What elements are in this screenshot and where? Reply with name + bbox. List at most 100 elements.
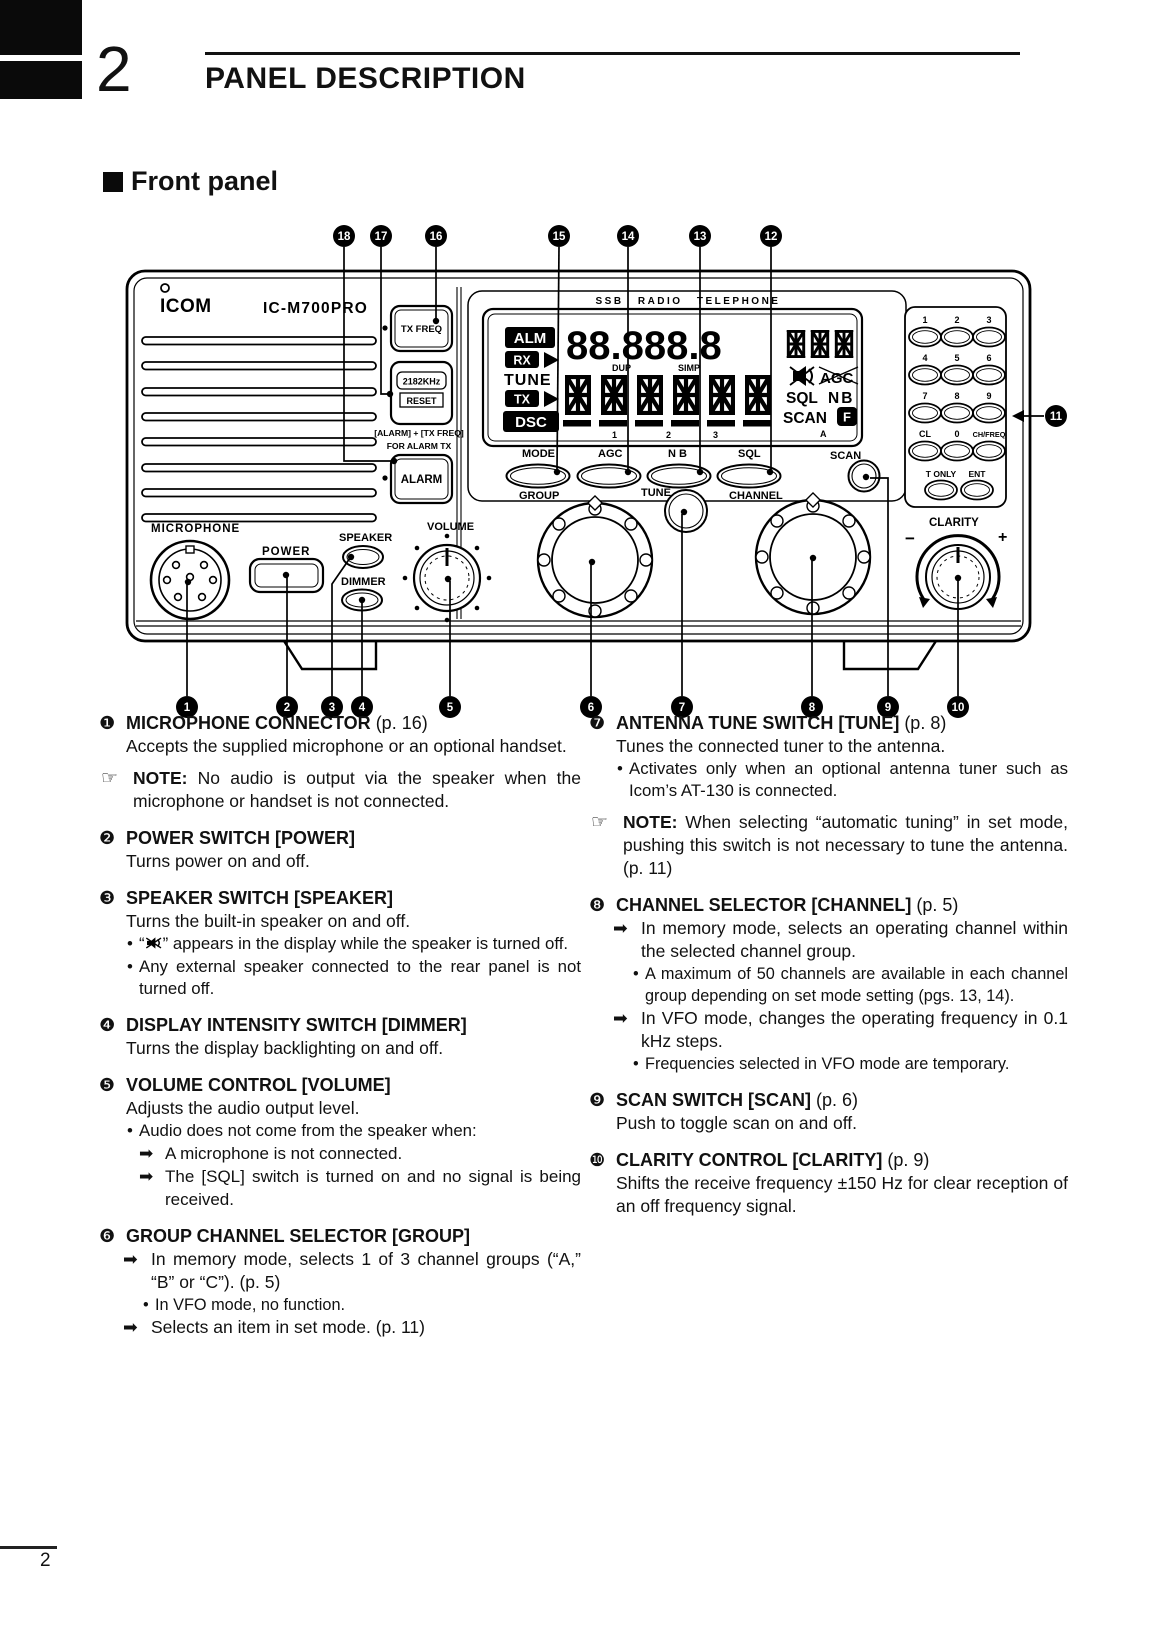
svg-text:F: F xyxy=(843,410,851,425)
item-number: ❽ xyxy=(589,895,606,915)
svg-text:18: 18 xyxy=(338,231,351,243)
svg-text:4: 4 xyxy=(359,702,366,714)
item-page-ref: (p. 5) xyxy=(911,895,959,915)
speaker-grille xyxy=(141,336,377,523)
bottom-trim xyxy=(136,620,1021,627)
item-number: ❼ xyxy=(589,713,606,733)
item-line-arrow: ➡In memory mode, selects an operating ch… xyxy=(613,918,1068,961)
item-title-text: VOLUME CONTROL [VOLUME] xyxy=(126,1075,391,1095)
item-line-bullet: •Any external speaker connected to the r… xyxy=(127,957,581,998)
dup-label: DUP xyxy=(612,363,631,373)
nb-button: N B xyxy=(646,448,712,489)
item-page-ref: (p. 9) xyxy=(882,1150,930,1170)
key-2-label: 2 xyxy=(954,315,959,325)
list-marker: • xyxy=(633,965,639,983)
svg-text:DIMMER: DIMMER xyxy=(341,576,386,588)
list-marker: ➡ xyxy=(613,918,628,938)
item-line-para: Push to toggle scan on and off. xyxy=(616,1113,857,1133)
callout-12: 12 xyxy=(760,225,782,247)
list-marker: ➡ xyxy=(613,1008,628,1028)
radio-feet xyxy=(282,640,938,671)
alarm-combo-label: [ALARM] + [TX FREQ] xyxy=(374,428,464,438)
page-number: 2 xyxy=(40,1550,51,1571)
list-marker: ☞ xyxy=(591,812,609,833)
svg-text:1: 1 xyxy=(184,702,191,714)
callout-3: 3 xyxy=(321,696,343,718)
key-cl-label: CL xyxy=(919,429,931,439)
footer-rule xyxy=(0,1546,57,1549)
list-marker: ➡ xyxy=(123,1317,138,1337)
svg-text:7: 7 xyxy=(679,702,685,714)
svg-text:SCAN: SCAN xyxy=(830,450,861,462)
key-5-label: 5 xyxy=(954,353,959,363)
callout-6: 6 xyxy=(580,696,602,718)
callout-1: 1 xyxy=(176,696,198,718)
item-line-para: Tunes the connected tuner to the antenna… xyxy=(616,736,946,756)
item-number: ❶ xyxy=(99,713,116,733)
section-square-icon xyxy=(103,171,123,192)
note-label: NOTE: xyxy=(133,768,198,788)
list-marker: • xyxy=(143,1296,149,1314)
item-line-sub: •Frequencies selected in VFO mode are te… xyxy=(633,1055,1010,1073)
item-title-text: SCAN SWITCH [SCAN] xyxy=(616,1090,811,1110)
item-line-sub: •In VFO mode, no function. xyxy=(143,1296,346,1314)
svg-text:CHANNEL: CHANNEL xyxy=(729,490,783,502)
front-panel-diagram: ICOM IC-M700PRO TX FREQ 2182KHz RESET xyxy=(125,225,1067,718)
callout-dots xyxy=(184,317,1024,604)
svg-text:10: 10 xyxy=(952,702,965,714)
svg-text:2182KHz: 2182KHz xyxy=(403,377,441,387)
sql-button: SQL xyxy=(716,448,782,489)
list-marker: • xyxy=(633,1055,639,1073)
item-number: ❻ xyxy=(99,1226,116,1246)
chapter-tab-lower xyxy=(0,61,82,99)
rx-arrow-icon xyxy=(544,352,559,368)
svg-text:ALM: ALM xyxy=(514,330,547,347)
svg-text:MICROPHONE: MICROPHONE xyxy=(151,523,240,535)
list-marker: • xyxy=(617,759,623,778)
item-line-note: ☞NOTE: No audio is output via the speake… xyxy=(101,768,581,811)
svg-text:VOLUME: VOLUME xyxy=(427,521,474,533)
svg-text:TX: TX xyxy=(514,393,531,407)
item-line-arrow2: ➡A microphone is not connected. xyxy=(139,1144,403,1163)
note-label: NOTE: xyxy=(623,812,686,832)
alarm-button: ALARM xyxy=(389,453,454,505)
svg-text:SQL: SQL xyxy=(738,448,761,460)
callout-numbers: 18 17 16 15 14 13 12 11 1 2 3 4 5 6 7 8 … xyxy=(176,225,1067,718)
svg-text:9: 9 xyxy=(885,702,891,714)
key-7-label: 7 xyxy=(922,391,927,401)
key-3-label: 3 xyxy=(986,315,991,325)
chapter-title: PANEL DESCRIPTION xyxy=(205,62,526,95)
item-title-text: POWER SWITCH [POWER] xyxy=(126,828,355,848)
item-line-note: ☞NOTE: When selecting “automatic tuning”… xyxy=(591,812,1068,878)
list-marker: ➡ xyxy=(123,1249,138,1269)
item-page-ref: (p. 16) xyxy=(370,713,428,733)
key-4-label: 4 xyxy=(922,353,927,363)
item-number: ❿ xyxy=(589,1150,606,1170)
tx-arrow-icon xyxy=(544,391,559,407)
speaker-mute-icon xyxy=(789,366,815,386)
tx-freq-led xyxy=(382,325,388,331)
callout-16: 16 xyxy=(425,225,447,247)
svg-text:SPEAKER: SPEAKER xyxy=(339,532,392,544)
callout-10: 10 xyxy=(947,696,969,718)
svg-text:RX: RX xyxy=(513,354,531,368)
svg-text:14: 14 xyxy=(622,231,635,243)
alarm-led xyxy=(382,475,388,481)
alm-indicator xyxy=(505,327,555,348)
seg-label-2: 2 xyxy=(666,430,671,440)
key-8-label: 8 xyxy=(954,391,959,401)
header-rule xyxy=(205,52,1020,55)
item-title-text: DISPLAY INTENSITY SWITCH [DIMMER] xyxy=(126,1015,467,1035)
